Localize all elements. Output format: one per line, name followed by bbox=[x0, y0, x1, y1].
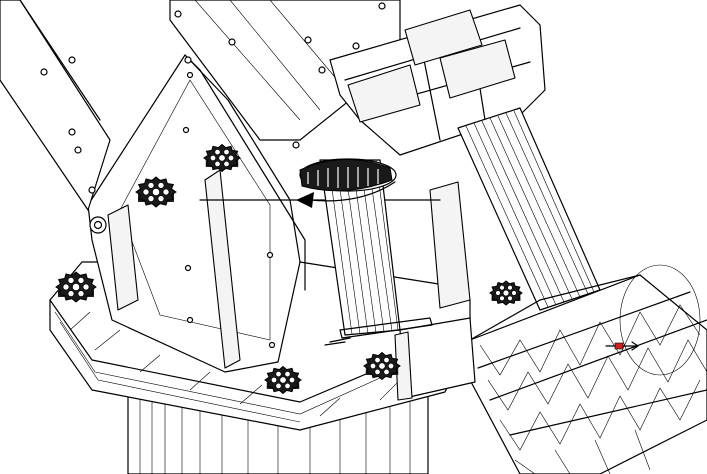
knob-left-side[interactable] bbox=[135, 176, 177, 208]
vertical-axis-column bbox=[296, 158, 401, 336]
knob-base-front-left[interactable] bbox=[55, 271, 97, 303]
curved-arrow-icon bbox=[309, 181, 396, 202]
knob-base-front-right[interactable] bbox=[363, 351, 401, 381]
clamp-block bbox=[324, 317, 476, 401]
rotation-ring[interactable] bbox=[299, 159, 393, 192]
focuser-drum bbox=[469, 264, 707, 474]
telescope-tube-upper bbox=[0, 0, 401, 211]
knob-top-left[interactable] bbox=[203, 143, 241, 173]
telescope-tube-diagonal bbox=[457, 107, 601, 311]
arrow-head bbox=[296, 192, 314, 208]
cradle bbox=[107, 169, 471, 369]
red-marker bbox=[614, 342, 624, 350]
left-side-plate bbox=[87, 54, 306, 373]
knob-base-front-center[interactable] bbox=[264, 365, 302, 395]
knob-base-right[interactable] bbox=[489, 280, 523, 306]
